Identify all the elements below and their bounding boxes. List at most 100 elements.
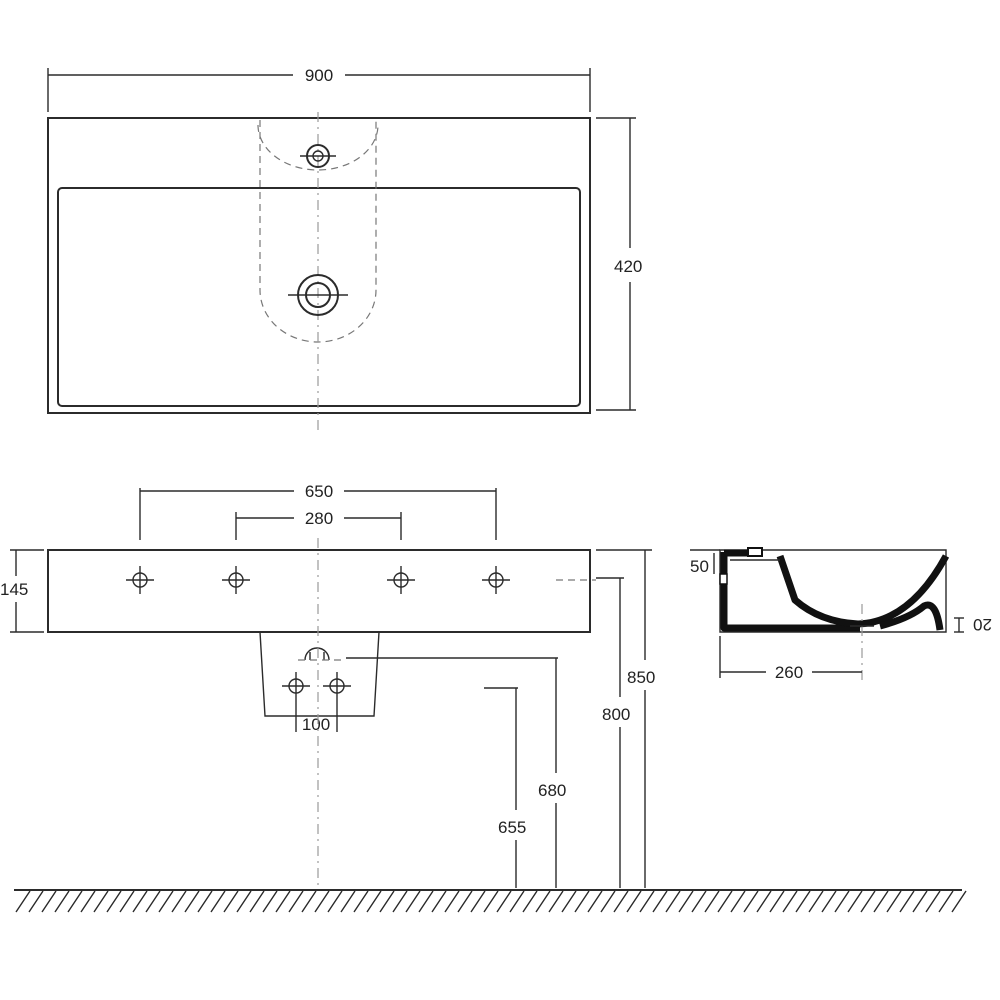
trap-hole-right — [323, 672, 351, 700]
floor-hatch-stroke — [808, 890, 824, 913]
floor-hatch-stroke — [496, 890, 512, 913]
floor-hatch-stroke — [743, 890, 759, 913]
label-tap-spacing-outer: 650 — [305, 482, 333, 501]
floor-hatch-stroke — [756, 890, 772, 913]
floor-hatch-stroke — [223, 890, 239, 913]
floor-hatch-stroke — [951, 890, 967, 913]
dimension-height-waste: 800 — [596, 577, 630, 888]
label-top-width: 900 — [305, 66, 333, 85]
floor-hatch-stroke — [626, 890, 642, 913]
floor-hatch-stroke — [275, 890, 291, 913]
label-section-drain: 260 — [775, 663, 803, 682]
dimension-section-drain: 260 — [719, 636, 862, 682]
section-outline — [719, 549, 947, 633]
label-basin-height: 145 — [0, 580, 28, 599]
fixing-hole-4 — [482, 566, 510, 594]
tap-hole — [300, 144, 336, 168]
floor-hatch-stroke — [236, 890, 252, 913]
floor-hatch-stroke — [54, 890, 70, 913]
floor-hatch-stroke — [41, 890, 57, 913]
floor-hatch-stroke — [197, 890, 213, 913]
floor-hatch-stroke — [171, 890, 187, 913]
floor-hatch-stroke — [717, 890, 733, 913]
floor-hatch-stroke — [418, 890, 434, 913]
dimension-height-supply: 655 — [484, 687, 526, 888]
side-section: 50 20 260 — [690, 547, 992, 682]
floor-hatch-stroke — [67, 890, 83, 913]
floor-hatch-stroke — [860, 890, 876, 913]
label-top-depth: 420 — [614, 257, 642, 276]
label-height-trap: 680 — [538, 781, 566, 800]
floor-hatch-stroke — [80, 890, 96, 913]
floor-hatch-stroke — [470, 890, 486, 913]
floor-hatch-stroke — [145, 890, 161, 913]
basin-outline-top — [47, 117, 591, 414]
floor-hatch-stroke — [769, 890, 785, 913]
floor-hatch-stroke — [535, 890, 551, 913]
floor-hatch-stroke — [873, 890, 889, 913]
floor-hatch-stroke — [158, 890, 174, 913]
waste-fitting — [298, 647, 342, 661]
floor-hatch-stroke — [691, 890, 707, 913]
label-tap-spacing-inner: 280 — [305, 509, 333, 528]
section-trap-profile — [879, 601, 944, 631]
floor-hatch-stroke — [639, 890, 655, 913]
floor-hatch-stroke — [548, 890, 564, 913]
dimension-section-rim: 50 — [690, 553, 715, 576]
top-view: 900 420 — [47, 66, 642, 432]
dimension-tap-spacing-outer: 650 — [139, 482, 497, 540]
floor-hatch-stroke — [184, 890, 200, 913]
drain-hole — [288, 274, 348, 316]
floor-hatch-stroke — [392, 890, 408, 913]
floor-hatch-stroke — [483, 890, 499, 913]
floor-hatch-stroke — [522, 890, 538, 913]
trap-hole-left — [282, 672, 310, 700]
floor-hatch-stroke — [847, 890, 863, 913]
floor-hatch-stroke — [561, 890, 577, 913]
label-section-rim: 50 — [690, 557, 709, 576]
floor-hatch-stroke — [730, 890, 746, 913]
dimension-height-rim: 850 — [596, 549, 655, 888]
floor-hatch-stroke — [28, 890, 44, 913]
floor-hatch-stroke — [678, 890, 694, 913]
floor-hatch-stroke — [301, 890, 317, 913]
label-height-supply: 655 — [498, 818, 526, 837]
floor-hatch-stroke — [379, 890, 395, 913]
dimension-tap-spacing-inner: 280 — [235, 509, 402, 540]
floor-hatch-stroke — [132, 890, 148, 913]
hidden-tap-arc — [257, 124, 379, 171]
floor-hatch-stroke — [938, 890, 954, 913]
trap-cover-outline — [259, 631, 380, 717]
floor-hatch-stroke — [288, 890, 304, 913]
floor-hatch-stroke — [912, 890, 928, 913]
floor-hatch-stroke — [93, 890, 109, 913]
label-height-rim: 850 — [627, 668, 655, 687]
floor-hatch-stroke — [210, 890, 226, 913]
label-height-waste: 800 — [602, 705, 630, 724]
dimension-section-bottom: 20 — [954, 615, 992, 634]
label-section-bottom: 20 — [973, 615, 992, 634]
floor-hatch-stroke — [821, 890, 837, 913]
floor-hatch-stroke — [249, 890, 265, 913]
floor-hatch-stroke — [574, 890, 590, 913]
floor-hatch-stroke — [15, 890, 31, 913]
floor-hatch-stroke — [405, 890, 421, 913]
floor-hatch-stroke — [327, 890, 343, 913]
floor-hatch-stroke — [613, 890, 629, 913]
floor-hatch-stroke — [366, 890, 382, 913]
floor-hatch-stroke — [106, 890, 122, 913]
floor-hatch-stroke — [119, 890, 135, 913]
floor-hatch-stroke — [782, 890, 798, 913]
floor-hatch-stroke — [262, 890, 278, 913]
floor-hatch-stroke — [652, 890, 668, 913]
floor-hatch-stroke — [509, 890, 525, 913]
floor-hatch-stroke — [340, 890, 356, 913]
floor-hatch-stroke — [431, 890, 447, 913]
bowl-outline-top — [57, 187, 581, 407]
floor-hatch-stroke — [886, 890, 902, 913]
floor-line — [14, 889, 967, 913]
dimension-top-depth: 420 — [596, 117, 642, 411]
dimension-basin-height: 145 — [0, 549, 44, 633]
label-trap-spacing: 100 — [302, 715, 330, 734]
